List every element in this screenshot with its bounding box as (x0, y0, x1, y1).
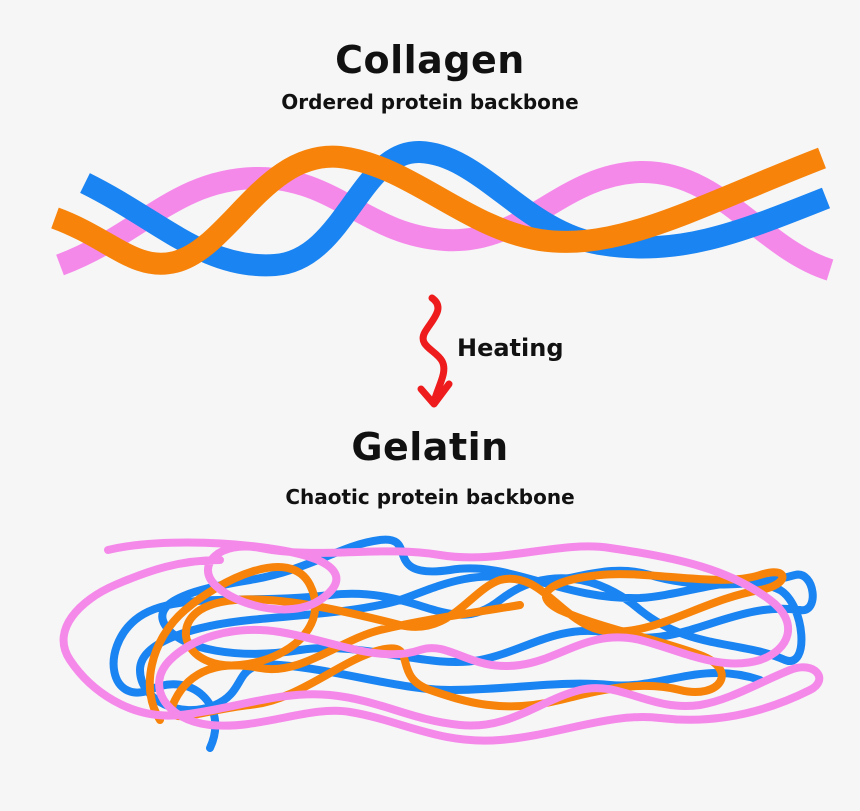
heating-arrow (417, 294, 453, 408)
gelatin-subtitle: Chaotic protein backbone (285, 485, 575, 509)
gelatin-title: Gelatin (351, 425, 509, 469)
collagen-title: Collagen (335, 38, 525, 82)
collagen-strand-orange (51, 145, 826, 275)
heating-arrow-shaft (419, 294, 448, 406)
collagen-strand-pink (56, 160, 834, 281)
gelatin-strand-pink (59, 538, 824, 745)
collagen-strand-blue (80, 140, 831, 277)
collagen-subtitle: Ordered protein backbone (281, 90, 579, 114)
heating-label: Heating (457, 334, 564, 362)
collagen-helix (51, 140, 834, 281)
gelatin-tangle (59, 535, 824, 752)
heating-arrow-head (417, 380, 453, 408)
